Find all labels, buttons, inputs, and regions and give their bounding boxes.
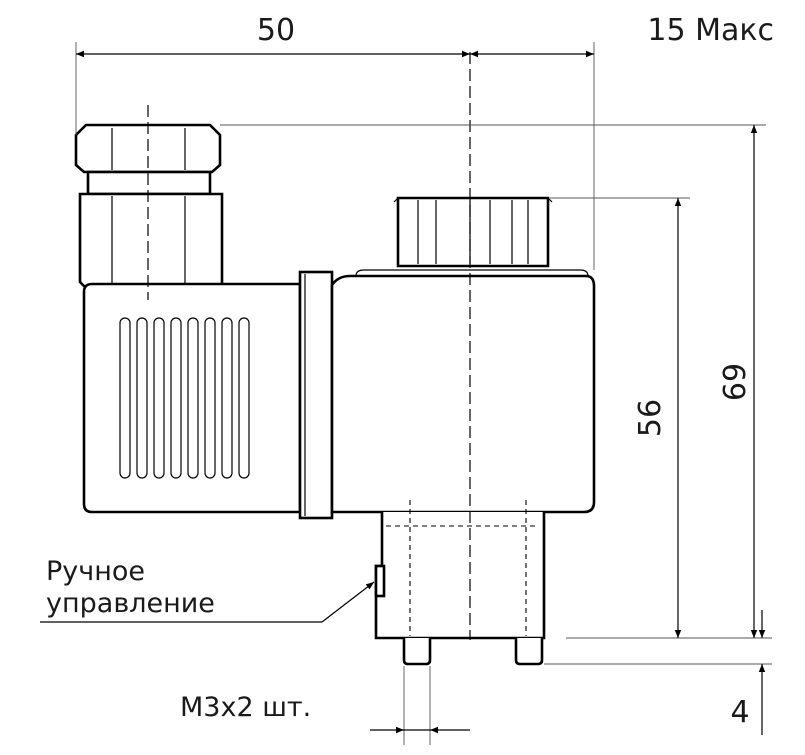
connector-plug [74,123,334,520]
dim-width-50: 50 [257,13,295,48]
dim-height-69: 69 [718,363,753,401]
extension-lines [75,42,772,745]
dim-pin-4: 4 [730,695,749,730]
dim-height-56: 56 [633,399,668,437]
plug-ribs [119,317,250,479]
label-manual-control-2: управление [46,588,215,619]
label-manual-control-1: Ручное [46,556,145,587]
label-screws: М3х2 шт. [180,692,311,723]
dimension-lines [76,50,766,735]
manual-control-leader [40,581,375,623]
dim-max-offset: 15 Макс [647,13,774,48]
coil-body [330,196,596,666]
